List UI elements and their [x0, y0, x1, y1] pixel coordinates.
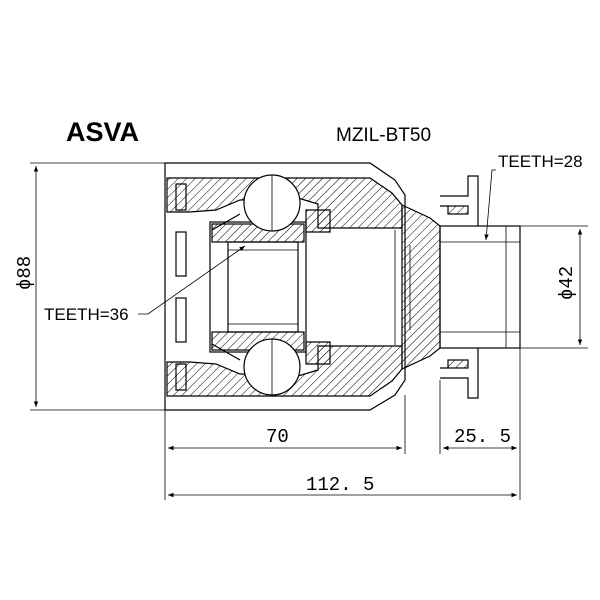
outer-diameter-dim: ϕ88 — [14, 256, 36, 290]
housing-length-dim: 70 — [266, 426, 289, 448]
part-number: MZIL-BT50 — [336, 125, 431, 146]
dimension-lines — [30, 162, 588, 500]
shaft — [439, 175, 521, 399]
inner-teeth-label: TEETH=36 — [44, 305, 129, 324]
overall-length-dim: 112. 5 — [306, 474, 374, 496]
shaft-length-dim: 25. 5 — [454, 426, 511, 448]
inner-race — [209, 209, 331, 365]
housing — [164, 162, 441, 411]
shaft-diameter-dim: ϕ42 — [556, 266, 578, 300]
outer-teeth-label: TEETH=28 — [498, 152, 583, 171]
brand-logo: ASVA — [66, 117, 139, 147]
